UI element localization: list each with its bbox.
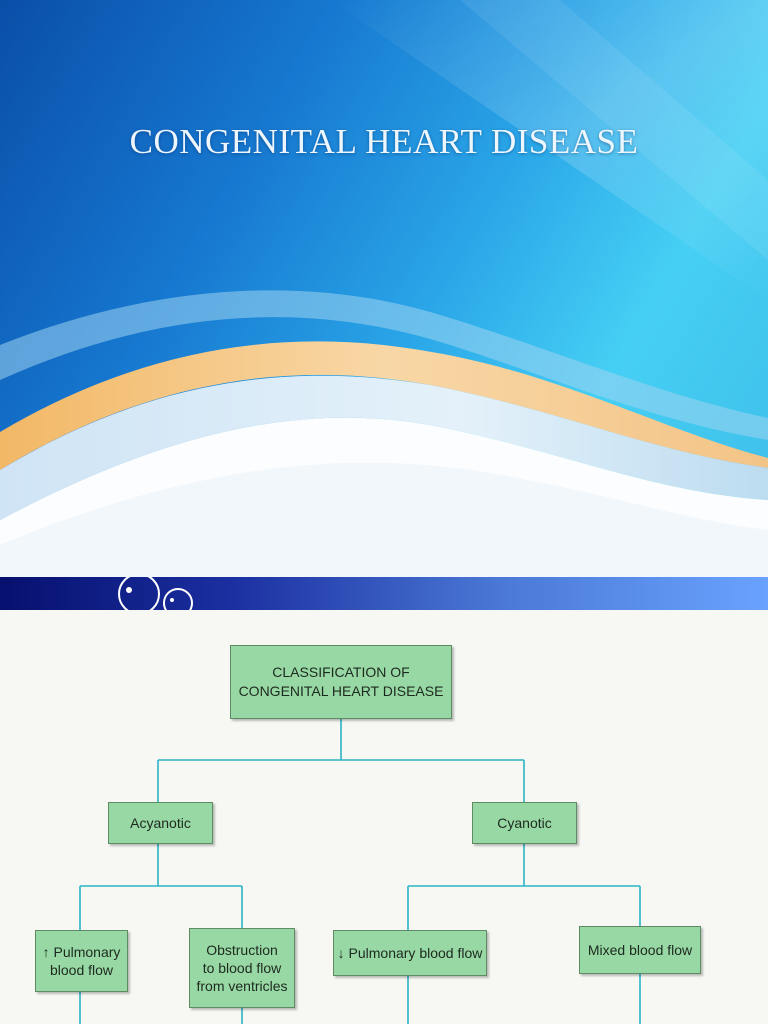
- root-node: CLASSIFICATION OF CONGENITAL HEART DISEA…: [230, 645, 452, 719]
- connector-lines: [79, 719, 641, 1024]
- cyanotic-node: Cyanotic: [472, 802, 577, 844]
- classification-slide: CLASSIFICATION OF CONGENITAL HEART DISEA…: [0, 610, 768, 1024]
- ventricular-obstruction-node: Obstruction to blood flow from ventricle…: [189, 928, 295, 1008]
- bubble-decoration: [118, 577, 193, 610]
- increased-pulmonary-flow-node: ↑ Pulmonary blood flow: [35, 930, 128, 992]
- acyanotic-node: Acyanotic: [108, 802, 213, 844]
- decreased-pulmonary-flow-node: ↓ Pulmonary blood flow: [333, 930, 487, 976]
- mixed-blood-flow-node: Mixed blood flow: [579, 926, 701, 974]
- wave-decoration: [0, 0, 768, 577]
- header-band: [0, 577, 768, 610]
- slide-title: CONGENITAL HEART DISEASE: [129, 122, 639, 161]
- title-slide: CONGENITAL HEART DISEASE: [0, 0, 768, 577]
